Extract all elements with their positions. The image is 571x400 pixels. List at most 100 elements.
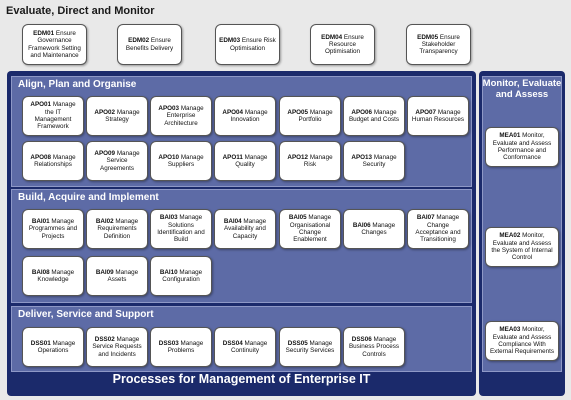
dss04-box[interactable]: DSS04 Manage Continuity <box>214 327 276 367</box>
apo06-code: APO06 <box>351 108 373 116</box>
bai10-code: BAI10 <box>159 268 178 276</box>
bai07-box[interactable]: BAI07 Manage Change Acceptance and Trans… <box>407 209 469 249</box>
bai03-code: BAI03 <box>159 214 178 222</box>
bai02-box[interactable]: BAI02 Manage Requirements Definition <box>86 209 148 249</box>
edm03-box[interactable]: EDM03 Ensure Risk Optimisation <box>215 24 280 65</box>
apo08-box[interactable]: APO08 Manage Relationships <box>22 141 84 181</box>
dss04-text: Manage Continuity <box>230 339 268 354</box>
enterprise-it-label: Processes for Management of Enterprise I… <box>112 372 371 386</box>
edm01-box[interactable]: EDM01 Ensure Governance Framework Settin… <box>22 24 87 65</box>
bai03-box[interactable]: BAI03 Manage Solutions Identification an… <box>150 209 212 249</box>
apo04-code: APO04 <box>222 108 244 116</box>
mea01-box[interactable]: MEA01 Monitor, Evaluate and Assess Perfo… <box>485 127 559 167</box>
apo01-box[interactable]: APO01 Manage the IT Management Framework <box>22 96 84 136</box>
apo01-text: Manage the IT Management Framework <box>34 101 76 131</box>
edm04-box[interactable]: EDM04 Ensure Resource Optimisation <box>310 24 375 65</box>
apo13-text: Manage Security <box>362 153 397 168</box>
bai04-box[interactable]: BAI04 Manage Availability and Capacity <box>214 209 276 249</box>
dss06-text: Manage Business Process Controls <box>348 336 400 358</box>
bai01-code: BAI01 <box>31 218 50 226</box>
dss01-text: Manage Operations <box>37 339 76 354</box>
apo08-code: APO08 <box>30 153 52 161</box>
bai06-text: Manage Changes <box>361 221 396 236</box>
apo03-text: Manage Enterprise Architecture <box>164 105 204 127</box>
mea01-code: MEA01 <box>499 132 521 140</box>
bai09-box[interactable]: BAI09 Manage Assets <box>86 256 148 296</box>
dss03-box[interactable]: DSS03 Manage Problems <box>150 327 212 367</box>
apo11-code: APO11 <box>222 153 243 161</box>
apo05-text: Manage Portfolio <box>298 108 333 123</box>
mea-title: Monitor, Evaluate and Assess <box>482 78 562 100</box>
apo09-box[interactable]: APO09 Manage Service Agreements <box>86 141 148 181</box>
bai09-text: Manage Assets <box>107 268 139 283</box>
apo06-box[interactable]: APO06 Manage Budget and Costs <box>343 96 405 136</box>
bai06-box[interactable]: BAI06 Manage Changes <box>343 209 405 249</box>
apo07-text: Manage Human Resources <box>411 108 465 123</box>
apo02-box[interactable]: APO02 Manage Strategy <box>86 96 148 136</box>
mea02-text: Monitor, Evaluate and Assess the System … <box>491 232 553 262</box>
apo10-text: Manage Suppliers <box>167 153 204 168</box>
apo10-code: APO10 <box>158 153 180 161</box>
edm04-code: EDM04 <box>321 33 343 41</box>
apo06-text: Manage Budget and Costs <box>348 108 400 123</box>
edm04-text: Ensure Resource Optimisation <box>325 33 364 56</box>
bai05-code: BAI05 <box>288 214 307 222</box>
apo-title: Align, Plan and Organise <box>18 79 137 90</box>
bai-title: Build, Acquire and Implement <box>18 192 159 203</box>
edm02-box[interactable]: EDM02 Ensure Benefits Delivery <box>117 24 182 65</box>
bai05-text: Manage Organisational Change Enablement <box>289 214 332 244</box>
bai04-text: Manage Availability and Capacity <box>224 218 267 240</box>
edm02-text: Ensure Benefits Delivery <box>125 37 174 52</box>
dss05-text: Manage Security Services <box>285 339 335 354</box>
mea01-text: Monitor, Evaluate and Assess Performance… <box>492 132 552 162</box>
mea03-code: MEA03 <box>499 326 521 334</box>
dss05-box[interactable]: DSS05 Manage Security Services <box>279 327 341 367</box>
mea02-code: MEA02 <box>499 232 521 240</box>
apo07-box[interactable]: APO07 Manage Human Resources <box>407 96 469 136</box>
dss06-code: DSS06 <box>351 336 372 344</box>
apo11-box[interactable]: APO11 Manage Quality <box>214 141 276 181</box>
dss02-code: DSS02 <box>94 336 115 344</box>
apo12-box[interactable]: APO12 Manage Risk <box>279 141 341 181</box>
bai09-code: BAI09 <box>95 268 114 276</box>
dss06-box[interactable]: DSS06 Manage Business Process Controls <box>343 327 405 367</box>
apo12-code: APO12 <box>287 153 309 161</box>
bai01-text: Manage Programmes and Projects <box>28 218 78 240</box>
edm05-text: Ensure Stakeholder Transparency <box>419 33 460 56</box>
edm05-box[interactable]: EDM05 Ensure Stakeholder Transparency <box>406 24 471 65</box>
apo09-code: APO09 <box>94 150 116 158</box>
apo13-box[interactable]: APO13 Manage Security <box>343 141 405 181</box>
bai07-code: BAI07 <box>416 214 435 222</box>
bai10-box[interactable]: BAI10 Manage Configuration <box>150 256 212 296</box>
edm01-text: Ensure Governance Framework Setting and … <box>28 29 81 59</box>
apo03-code: APO03 <box>158 105 180 113</box>
dss02-box[interactable]: DSS02 Manage Service Requests and Incide… <box>86 327 148 367</box>
apo08-text: Manage Relationships <box>34 153 76 168</box>
bai03-text: Manage Solutions Identification and Buil… <box>157 214 205 244</box>
bai02-code: BAI02 <box>95 218 114 226</box>
mea02-box[interactable]: MEA02 Monitor, Evaluate and Assess the S… <box>485 227 559 267</box>
bai08-box[interactable]: BAI08 Manage Knowledge <box>22 256 84 296</box>
apo12-text: Manage Risk <box>303 153 333 168</box>
apo07-code: APO07 <box>415 108 437 116</box>
dss01-box[interactable]: DSS01 Manage Operations <box>22 327 84 367</box>
bai06-code: BAI06 <box>352 221 371 229</box>
apo05-code: APO05 <box>287 108 309 116</box>
bai05-box[interactable]: BAI05 Manage Organisational Change Enabl… <box>279 209 341 249</box>
apo02-text: Manage Strategy <box>105 108 140 123</box>
dss02-text: Manage Service Requests and Incidents <box>92 336 142 358</box>
apo05-box[interactable]: APO05 Manage Portfolio <box>279 96 341 136</box>
apo04-box[interactable]: APO04 Manage Innovation <box>214 96 276 136</box>
bai08-code: BAI08 <box>31 268 50 276</box>
bai08-text: Manage Knowledge <box>37 268 75 283</box>
edm02-code: EDM02 <box>128 37 150 45</box>
apo03-box[interactable]: APO03 Manage Enterprise Architecture <box>150 96 212 136</box>
mea03-box[interactable]: MEA03 Monitor, Evaluate and Assess Compl… <box>485 321 559 361</box>
apo10-box[interactable]: APO10 Manage Suppliers <box>150 141 212 181</box>
dss-title: Deliver, Service and Support <box>18 309 154 320</box>
dss01-code: DSS01 <box>30 339 51 347</box>
dss04-code: DSS04 <box>222 339 243 347</box>
apo04-text: Manage Innovation <box>230 108 268 123</box>
bai01-box[interactable]: BAI01 Manage Programmes and Projects <box>22 209 84 249</box>
bai04-code: BAI04 <box>223 218 242 226</box>
